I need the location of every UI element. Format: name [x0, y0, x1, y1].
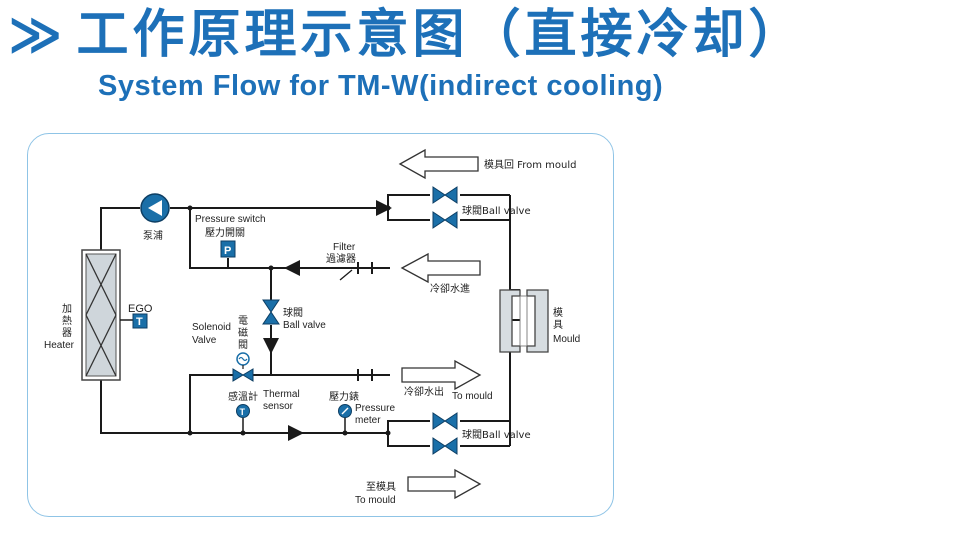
solenoid-label-en-2: Valve — [192, 335, 217, 346]
cooling-out-arrow-icon — [401, 359, 482, 391]
page-title-cn: ≫工作原理示意图（直接冷却） — [8, 2, 968, 68]
mould-label-cn-2: 具 — [553, 319, 563, 331]
heater-label-cn-3: 器 — [62, 327, 72, 339]
pump-label: 泵浦 — [143, 229, 163, 242]
ball-valve-top-label: 球閥Ball valve — [462, 204, 531, 217]
ball-valve-top-1-icon — [432, 186, 458, 204]
ball-valve-bottom-2-icon — [432, 437, 458, 455]
pressure-meter-label-cn: 壓力錶 — [329, 390, 359, 403]
thermal-label-en-2: sensor — [263, 401, 294, 412]
ball-valve-center-en: Ball valve — [283, 320, 326, 331]
ego-label: EGO — [128, 303, 153, 315]
ball-valve-top-2-icon — [432, 211, 458, 229]
heater-label-cn-2: 熱 — [62, 314, 72, 327]
from-mould-label: 模具回 From mould — [484, 159, 576, 171]
solenoid-valve-icon — [232, 352, 254, 382]
solenoid-label-en-1: Solenoid — [192, 322, 231, 333]
solenoid-label-cn-3: 閥 — [238, 339, 248, 351]
page-title-en: System Flow for TM-W(indirect cooling) — [98, 70, 664, 102]
thermal-label-cn: 感溫計 — [228, 390, 258, 403]
pipe-network — [100, 194, 520, 447]
ball-valve-center-cn: 球閥 — [283, 306, 303, 319]
heater-unit — [81, 249, 121, 381]
ball-valve-bottom-label: 球閥Ball valve — [462, 428, 531, 441]
ball-valve-bottom-1-icon — [432, 412, 458, 430]
mould-icon — [499, 289, 549, 353]
thermal-sensor-letter: T — [240, 407, 246, 417]
pressure-switch-label-en: Pressure switch — [195, 214, 266, 225]
cooling-in-label: 冷卻水進 — [430, 282, 470, 295]
double-chevron-icon: ≫ — [8, 5, 67, 65]
pump-icon — [140, 193, 170, 223]
pressure-switch-label-cn: 壓力開關 — [205, 226, 245, 239]
filter-label-en: Filter — [333, 242, 356, 253]
thermal-sensor-icon — [236, 404, 250, 418]
from-mould-arrow-icon — [398, 148, 479, 180]
mould-label-cn-1: 模 — [553, 307, 563, 319]
solenoid-label-cn-2: 磁 — [238, 326, 248, 339]
ego-sensor-icon — [132, 313, 148, 329]
heater-label-cn-1: 加 — [62, 303, 72, 315]
cooling-out-label: 冷卻水出 — [404, 385, 444, 398]
to-mould-arrow-icon — [407, 468, 482, 500]
ball-valve-center-icon — [262, 299, 280, 325]
pressure-switch-icon — [220, 240, 236, 258]
diagram-panel — [27, 133, 614, 517]
pressure-meter-label-en-2: meter — [355, 415, 381, 426]
heater-label-en: Heater — [44, 340, 75, 351]
to-mould-label-en: To mould — [355, 495, 396, 506]
filter-label-cn: 過濾器 — [326, 252, 356, 265]
mould-label-en: Mould — [553, 334, 580, 345]
solenoid-label-cn-1: 電 — [238, 315, 248, 327]
ego-letter: T — [136, 316, 143, 328]
cooling-out-to-mould-label: To mould — [452, 391, 493, 402]
pressure-meter-label-en-1: Pressure — [355, 403, 395, 414]
pressure-switch-letter: P — [224, 245, 231, 257]
to-mould-label-cn: 至模具 — [366, 481, 396, 493]
thermal-label-en-1: Thermal — [263, 389, 300, 400]
title-cn-text: 工作原理示意图（直接冷却） — [76, 5, 805, 65]
cooling-in-arrow-icon — [400, 252, 481, 284]
